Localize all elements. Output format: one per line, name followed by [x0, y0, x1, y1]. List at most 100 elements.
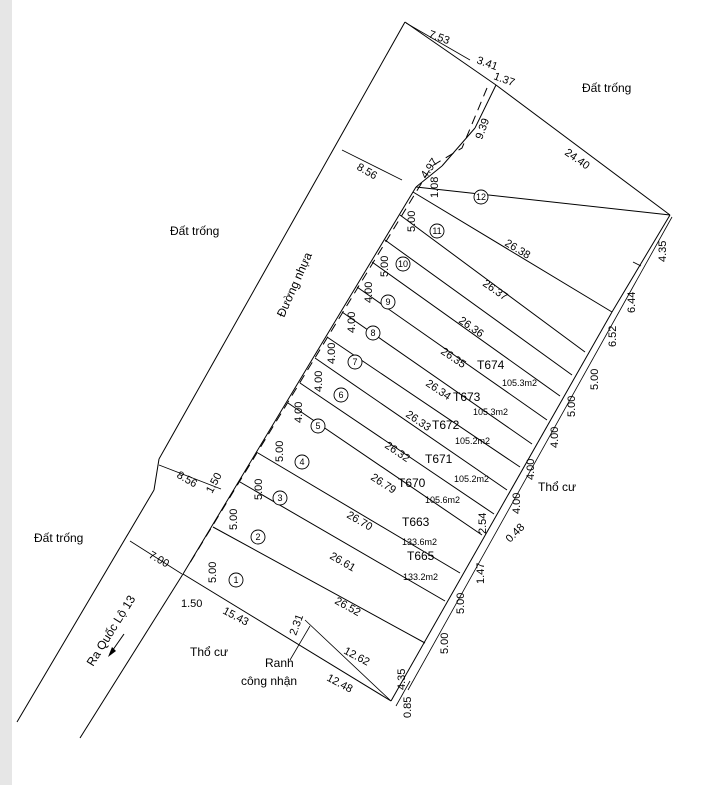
area-label-vacant-top: Đất trống — [582, 81, 631, 95]
svg-text:26.61: 26.61 — [328, 550, 358, 574]
lot-id-T663: T663 — [402, 515, 430, 529]
lot-id-T674: T674 — [477, 358, 505, 372]
lot-marker-1: 1 — [228, 572, 244, 588]
lot-marker-11: 11 — [429, 223, 445, 239]
lot-marker-5: 5 — [310, 418, 326, 434]
svg-text:4: 4 — [299, 457, 304, 467]
svg-text:1.50: 1.50 — [181, 598, 202, 610]
lot-id-T673: T673 — [453, 390, 481, 404]
svg-text:5.00: 5.00 — [253, 479, 265, 500]
lot-area-T672: 105.2m2 — [455, 436, 490, 446]
svg-text:26.35: 26.35 — [438, 346, 468, 371]
svg-text:5.00: 5.00 — [566, 396, 578, 417]
svg-text:2.31: 2.31 — [288, 613, 307, 637]
svg-text:5.00: 5.00 — [379, 256, 391, 277]
svg-text:5.00: 5.00 — [406, 211, 418, 232]
svg-text:5.00: 5.00 — [228, 509, 240, 530]
svg-text:7.00: 7.00 — [147, 549, 172, 570]
lot-area-T671: 105.2m2 — [454, 474, 489, 484]
parcel-boundary — [182, 21, 671, 702]
svg-text:3: 3 — [277, 493, 282, 503]
svg-text:26.33: 26.33 — [403, 409, 433, 434]
rear-dimension-labels: 5.00 5.00 1.47 0.48 2.54 4.00 4.00 4.00 … — [396, 241, 669, 718]
lot-marker-6: 6 — [333, 387, 349, 403]
road-width-dimension-lines — [129, 22, 471, 575]
svg-text:4.00: 4.00 — [313, 371, 325, 392]
svg-text:12.62: 12.62 — [342, 645, 372, 669]
svg-text:26.32: 26.32 — [382, 440, 412, 465]
svg-text:4.35: 4.35 — [396, 669, 408, 690]
svg-text:26.52: 26.52 — [333, 595, 363, 619]
lot-marker-4: 4 — [294, 454, 310, 470]
svg-text:5: 5 — [315, 421, 320, 431]
lot-area-T674: 105.3m2 — [502, 378, 537, 388]
svg-text:4.00: 4.00 — [511, 493, 523, 514]
svg-text:15.43: 15.43 — [221, 605, 251, 629]
svg-text:1.47: 1.47 — [475, 563, 487, 584]
svg-text:4.00: 4.00 — [363, 282, 375, 303]
area-label-vacant-left: Đất trống — [170, 224, 219, 238]
svg-text:0.85: 0.85 — [402, 697, 414, 718]
svg-text:4.00: 4.00 — [549, 427, 561, 448]
lot-marker-3: 3 — [272, 490, 288, 506]
road-exit-arrow-icon — [108, 633, 125, 657]
svg-text:10: 10 — [398, 259, 408, 269]
area-label-vacant-bottom-left: Đất trống — [34, 531, 83, 545]
svg-text:4.00: 4.00 — [326, 343, 338, 364]
svg-text:1.08: 1.08 — [429, 177, 441, 198]
area-label-residential-right: Thổ cư — [538, 480, 576, 494]
svg-text:4.00: 4.00 — [293, 402, 305, 423]
lot-area-T670: 105.6m2 — [425, 495, 460, 505]
lot-id-T671: T671 — [425, 452, 453, 466]
svg-text:6.52: 6.52 — [607, 326, 619, 347]
lot-area-T673: 105.3m2 — [473, 407, 508, 417]
svg-text:8: 8 — [370, 328, 375, 338]
left-margin-bar — [0, 0, 12, 785]
area-label-residential-bottom: Thổ cư — [190, 645, 228, 659]
lot-marker-10: 10 — [395, 256, 411, 272]
svg-text:5.00: 5.00 — [589, 369, 601, 390]
lot-id-T670: T670 — [398, 476, 426, 490]
svg-text:5.00: 5.00 — [274, 441, 286, 462]
svg-text:7.53: 7.53 — [427, 29, 451, 48]
boundary-label-line2: công nhận — [241, 674, 297, 688]
lot-area-T663: 133.6m2 — [402, 537, 437, 547]
svg-text:5.00: 5.00 — [439, 633, 451, 654]
lot-id-T672: T672 — [432, 418, 460, 432]
lot-marker-7: 7 — [347, 354, 363, 370]
svg-text:0.48: 0.48 — [504, 521, 528, 545]
svg-text:6.44: 6.44 — [626, 292, 638, 313]
svg-text:1: 1 — [233, 575, 238, 585]
svg-text:9: 9 — [385, 297, 390, 307]
lot-marker-9: 9 — [380, 294, 396, 310]
svg-text:5.00: 5.00 — [455, 593, 467, 614]
svg-text:7: 7 — [352, 357, 357, 367]
svg-text:1.50: 1.50 — [204, 471, 225, 496]
svg-text:26.34: 26.34 — [423, 378, 453, 403]
lot-marker-8: 8 — [365, 325, 381, 341]
svg-text:26.36: 26.36 — [456, 315, 485, 341]
lot-number-markers: 1 2 3 4 5 6 7 8 9 10 11 12 — [228, 189, 489, 588]
lot-front-labels: 5.00 5.00 5.00 5.00 4.00 4.00 4.00 4.00 … — [207, 177, 441, 583]
svg-text:4.35: 4.35 — [657, 241, 669, 262]
svg-text:6: 6 — [338, 390, 343, 400]
boundary-label-line1: Ranh — [265, 656, 294, 670]
svg-text:26.38: 26.38 — [502, 237, 532, 261]
road-name-label: Đường nhựa — [274, 250, 315, 319]
svg-text:11: 11 — [432, 226, 441, 236]
svg-text:12: 12 — [476, 192, 486, 202]
svg-text:2.54: 2.54 — [477, 513, 489, 534]
svg-text:8.56: 8.56 — [355, 161, 380, 182]
road-edges — [16, 21, 497, 739]
svg-text:24.40: 24.40 — [562, 147, 591, 173]
lot-id-labels: T665 133.2m2 T663 133.6m2 T670 105.6m2 T… — [398, 358, 537, 582]
rear-dimension-line — [395, 216, 673, 707]
svg-text:9.39: 9.39 — [474, 117, 493, 141]
lot-lines — [212, 186, 671, 644]
lot-area-T665: 133.2m2 — [403, 572, 438, 582]
svg-text:5.00: 5.00 — [207, 562, 219, 583]
svg-text:2: 2 — [255, 532, 260, 542]
svg-text:4.00: 4.00 — [346, 312, 358, 333]
